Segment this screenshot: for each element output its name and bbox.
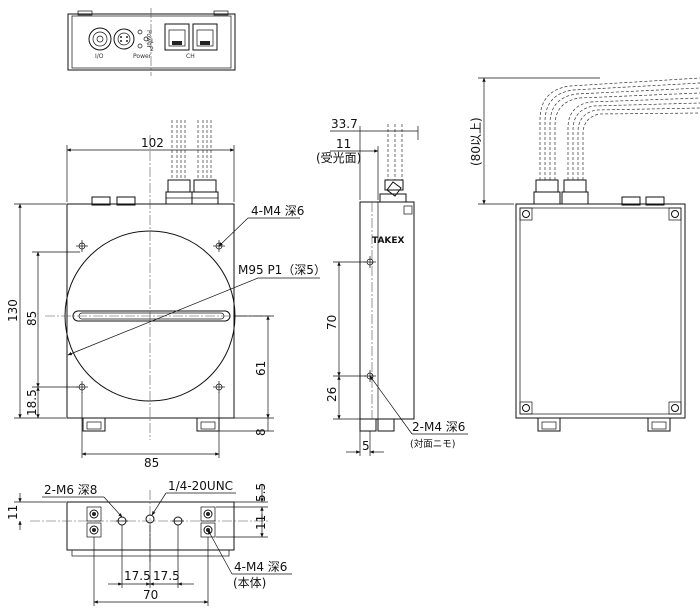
mounting-hole-icon [76, 240, 88, 252]
dim-11: 11 [336, 137, 351, 151]
dim-80-or-more: (80以上) [469, 117, 483, 166]
screw-icon [668, 401, 682, 415]
power-connector-icon [113, 28, 135, 50]
dim-5: 5 [362, 439, 370, 453]
io-connector-icon [88, 27, 112, 51]
unc-hole-icon [145, 514, 155, 524]
m6-hole-icon [116, 516, 128, 526]
dim-70: 70 [325, 315, 339, 330]
dim-width-102: 102 [141, 136, 164, 150]
corner-hole-icon [86, 522, 102, 538]
port-2-label: 2 [150, 46, 154, 53]
dim-11-right: 11 [254, 515, 268, 530]
led-icon [137, 29, 143, 35]
note-4-m4-body: 4-M4 深6 [234, 560, 287, 574]
screw-icon [668, 207, 682, 221]
dim-26: 26 [325, 387, 339, 402]
dim-5-5: 5.5 [254, 483, 268, 502]
dim-17-5-right: 17.5 [153, 569, 180, 583]
corner-hole-icon [86, 506, 102, 522]
rear-view: (80以上) [469, 77, 700, 432]
cable-bundle-icon [165, 120, 219, 205]
led-icon [143, 36, 149, 42]
dim-61: 61 [254, 361, 268, 376]
dim-85-vertical: 85 [25, 311, 39, 326]
corner-hole-icon [200, 506, 216, 522]
note-m95: M95 P1（深5） [238, 263, 326, 277]
m6-hole-icon [172, 516, 184, 526]
screw-icon [519, 401, 533, 415]
side-view: TAKEX 33.7 11 (受光面) 70 26 [316, 117, 468, 456]
note-2-m4: 2-M4 深6 [412, 420, 465, 434]
dim-17-5-left: 17.5 [124, 569, 151, 583]
channel-port-icon [192, 23, 218, 51]
dim-85-horizontal: 85 [144, 456, 159, 470]
io-label: I/O [95, 53, 104, 60]
dim-70-bottom: 70 [143, 588, 158, 602]
mounting-hole-icon [76, 381, 88, 393]
dim-11-left: 11 [6, 505, 20, 520]
bottom-view: 11 5.5 11 17.5 17.5 70 2-M6 深8 1/4-2 [6, 479, 292, 606]
note-4-m4: 4-M4 深6 [251, 204, 304, 218]
dim-height-130: 130 [6, 299, 20, 322]
channel-port-icon [164, 23, 190, 51]
takex-logo: TAKEX [372, 236, 405, 246]
mounting-hole-icon [213, 381, 225, 393]
note-opposite-side: (対面ニモ) [410, 438, 455, 450]
note-receiving-surface: (受光面) [316, 151, 361, 165]
note-body: (本体) [233, 576, 266, 590]
channel-label: CH [186, 53, 195, 60]
dim-18-5: 18.5 [25, 389, 39, 416]
top-view: I/O Power Power 1 2 CH [67, 8, 236, 76]
power-label: Power [133, 53, 152, 60]
port-1-label: 1 [150, 38, 154, 45]
sensor-slot [72, 310, 231, 322]
power-label: Power [145, 30, 152, 49]
dim-33-7: 33.7 [331, 117, 358, 131]
note-unc: 1/4-20UNC [168, 479, 233, 493]
front-view: 102 130 85 18.5 61 8 85 4-M4 深6 [6, 120, 326, 470]
led-icon [137, 43, 143, 49]
note-2-m6: 2-M6 深8 [44, 483, 97, 497]
dim-8: 8 [254, 428, 268, 436]
cable-bundle-icon [533, 77, 700, 205]
screw-icon [519, 207, 533, 221]
